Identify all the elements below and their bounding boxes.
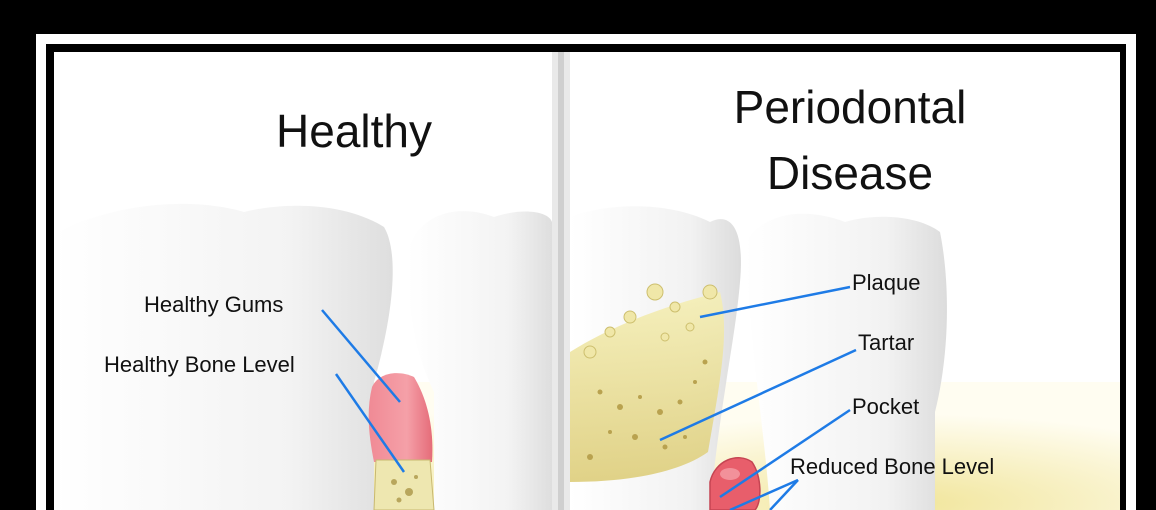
plaque-label: Plaque [852, 270, 921, 296]
pocket-label: Pocket [852, 394, 919, 420]
reduced-bone-level-label: Reduced Bone Level [790, 454, 994, 480]
healthy-bone-level-label: Healthy Bone Level [104, 352, 295, 378]
healthy-panel: Healthy Healthy Gums Healthy Bone Level [54, 52, 552, 510]
healthy-title: Healthy [244, 104, 464, 158]
healthy-gums-label: Healthy Gums [144, 292, 283, 318]
disease-title-line2: Disease [690, 146, 1010, 200]
tartar-label: Tartar [858, 330, 914, 356]
disease-title-line1: Periodontal [690, 80, 1010, 134]
disease-panel: Periodontal Disease Plaque Tartar Pocket… [570, 52, 1120, 510]
panel-divider [552, 52, 570, 510]
healthy-bone-shape [374, 460, 434, 510]
